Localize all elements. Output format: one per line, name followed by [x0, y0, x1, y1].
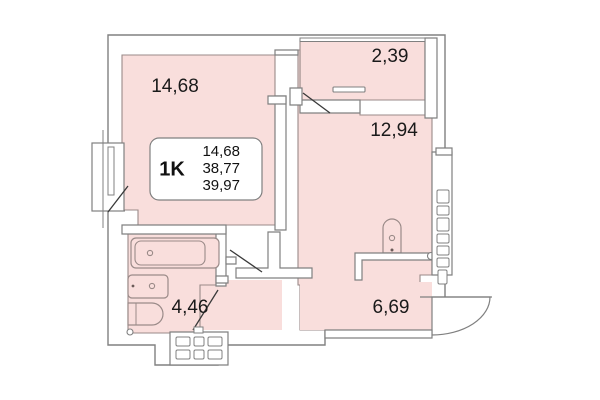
- wall-loggia-bottom: [299, 99, 361, 114]
- area-label-living-room: 14,68: [151, 76, 199, 97]
- info-badge-area-total: 38,77: [202, 160, 240, 177]
- stairs-right: [431, 147, 453, 285]
- balcony-left: [91, 130, 129, 228]
- stairs-right-tread-6: [436, 257, 450, 268]
- stairs-bottom: [169, 326, 229, 366]
- bathtub-drain: [146, 249, 154, 257]
- loggia-sill-bar: [332, 86, 366, 93]
- stairs-right-top-nub: [435, 147, 453, 156]
- interior-walls: [121, 37, 438, 287]
- area-label-kitchen: 6,69: [373, 297, 410, 318]
- wall-bathroom-door-jamb: [225, 256, 237, 265]
- area-labels: 14,68 2,39 12,94 4,46 6,69: [151, 46, 418, 318]
- stairs-right-tread-4: [436, 233, 450, 244]
- bathroom-fixtures: [126, 237, 220, 336]
- stairs-bottom-cell-2: [193, 336, 205, 347]
- balcony-left-glazing: [107, 146, 115, 196]
- bathroom-door-knob: [126, 328, 134, 336]
- area-label-bathroom: 4,46: [172, 297, 209, 318]
- wall-loggia-left-jamb: [289, 87, 303, 106]
- room-fill-kitchen: [300, 282, 432, 330]
- washbasin-drain: [148, 282, 156, 290]
- stairs-right-tread-5: [436, 245, 450, 256]
- info-badge-area-living: 14,68: [202, 143, 240, 160]
- wall-top-stub: [274, 49, 299, 56]
- door-swing-balcony-left: [107, 185, 129, 213]
- door-swing-bathroom: [229, 249, 263, 273]
- stairs-bottom-cell-6: [207, 349, 223, 360]
- stairs-right-tread-7: [437, 269, 448, 285]
- door-swing-entry: [192, 289, 219, 331]
- wall-bathroom-top: [121, 224, 227, 235]
- bathtub-basin: [134, 240, 206, 266]
- wall-loggia-right: [424, 37, 438, 119]
- loggia-glazing-strip: [299, 37, 426, 42]
- stairs-right-tread-1: [436, 189, 450, 204]
- stairs-bottom-cell-4: [175, 349, 191, 360]
- door-swing-loggia: [302, 92, 331, 114]
- door-swings: [192, 92, 331, 331]
- info-badge-type-label: 1K: [159, 158, 185, 180]
- info-badge-area-total-balcony: 39,97: [202, 177, 240, 194]
- area-label-loggia: 2,39: [372, 46, 409, 67]
- balcony-arc-shape: [431, 296, 491, 336]
- stairs-bottom-cell-1: [175, 336, 191, 347]
- stairs-bottom-cell-5: [193, 349, 205, 360]
- wall-living-bedroom: [274, 95, 287, 231]
- stairs-right-tread-3: [436, 217, 450, 232]
- stairs-right-tread-2: [436, 205, 450, 216]
- kitchen-fixtures: [354, 218, 436, 281]
- washbasin-tap: [131, 284, 135, 288]
- info-badge-box: [149, 137, 263, 201]
- stairs-bottom-nub: [193, 326, 204, 334]
- kitchen-sink-tap: [390, 248, 394, 252]
- apartment-info-badge[interactable]: 1K 14,68 38,77 39,97: [149, 137, 263, 201]
- kitchen-sink-drain: [388, 234, 396, 242]
- wall-center-t-partition: [235, 231, 313, 279]
- stairs-bottom-cell-3: [207, 336, 223, 347]
- kitchen-sink-basin: [382, 218, 402, 254]
- balcony-arc-bottom-sill: [324, 329, 433, 339]
- area-label-bedroom: 12,94: [370, 120, 418, 141]
- washbasin-outer: [127, 274, 169, 299]
- balcony-arc-right: [324, 296, 492, 339]
- wall-bathroom-lower-nub: [215, 275, 229, 284]
- wall-living-bedroom-jog: [267, 95, 287, 105]
- toilet-bowl: [127, 302, 164, 326]
